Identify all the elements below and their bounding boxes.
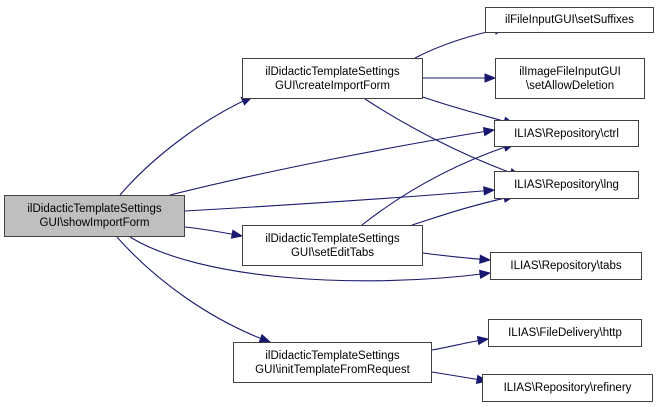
node-lng[interactable]: ILIAS\Repository\lng [494,171,639,199]
node-setAllowDeletion[interactable]: ilImageFileInputGUI \setAllowDeletion [495,58,645,99]
edge-setEditTabs-to-tabs [422,252,492,264]
node-label-line: ilDidacticTemplateSettings [265,65,400,78]
edge-line [119,96,253,196]
arrowhead-icon [476,335,490,346]
node-label-line: ilFileInputGUI\setSuffixes [505,14,634,26]
node-tabs[interactable]: ILIAS\Repository\tabs [490,252,642,280]
node-label-line: ILIAS\Repository\lng [514,179,619,191]
arrowhead-icon [230,229,244,239]
edge-showImportForm-to-lng [184,186,496,212]
node-ctrl[interactable]: ILIAS\Repository\ctrl [494,120,639,147]
edge-setEditTabs-to-ctrl [361,142,516,226]
node-http[interactable]: ILIAS\FileDelivery\http [488,319,642,347]
node-label-line: ilImageFileInputGUI [519,65,621,78]
node-label-line: \setAllowDeletion [525,79,615,92]
node-label-line: ILIAS\Repository\tabs [510,260,622,272]
node-label-line: ilDidacticTemplateSettings [27,203,162,215]
node-setSuffixes[interactable]: ilFileInputGUI\setSuffixes [485,7,654,33]
edge-showImportForm-to-ctrl [169,126,496,196]
edge-createImportForm-to-setAllowDeletion [422,73,497,83]
node-label-line: ilDidacticTemplateSettings [265,232,400,245]
edge-showImportForm-to-setEditTabs [184,226,244,239]
arrowhead-icon [483,186,496,196]
arrowhead-icon [484,73,497,83]
node-label-line: GUI\createImportForm [274,79,391,92]
node-label-line: ILIAS\Repository\refinery [503,382,632,394]
arrowhead-icon [482,126,496,137]
node-createImportForm[interactable]: ilDidacticTemplateSettings GUI\createImp… [242,58,423,99]
edge-line [361,143,515,226]
edge-line [169,129,495,196]
edge-initTemplateFromRequest-to-refinery [431,371,489,385]
edge-line [364,98,521,177]
arrowhead-icon [479,254,492,264]
edge-line [129,236,491,282]
node-setEditTabs[interactable]: ilDidacticTemplateSettings GUI\setEditTa… [242,225,423,266]
node-label-line: GUI\showImportForm [39,217,150,229]
node-showImportForm[interactable]: ilDidacticTemplateSettings GUI\showImpor… [4,195,185,237]
edge-showImportForm-to-initTemplateFromRequest [116,236,272,343]
edge-line [116,236,271,343]
node-label-line: ilDidacticTemplateSettings [265,349,400,362]
edge-line [184,189,495,212]
node-refinery[interactable]: ILIAS\Repository\refinery [482,374,653,402]
node-label-line: ILIAS\FileDelivery\http [508,327,622,339]
edge-line [411,195,515,226]
edge-showImportForm-to-tabs [129,236,492,282]
node-label-line: ILIAS\Repository\ctrl [514,127,619,140]
edge-initTemplateFromRequest-to-http [431,335,490,351]
node-label-line: GUI\initTemplateFromRequest [255,363,410,376]
node-label-line: GUI\setEditTabs [290,246,375,259]
node-initTemplateFromRequest[interactable]: ilDidacticTemplateSettings GUI\initTempl… [233,342,432,383]
arrowhead-icon [478,269,492,280]
